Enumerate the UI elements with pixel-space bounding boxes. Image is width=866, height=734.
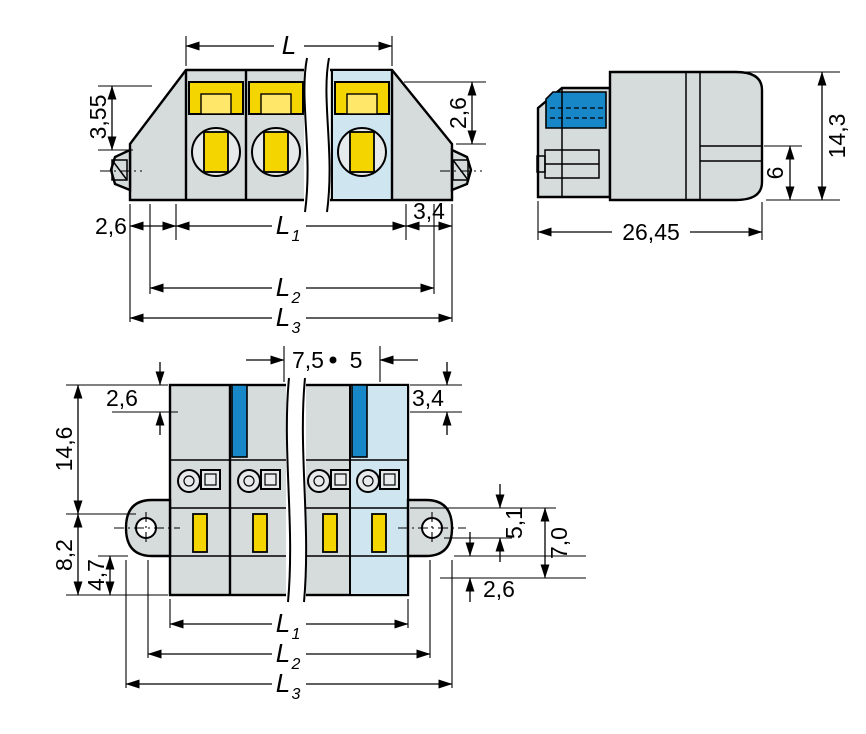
terminal-pole-1 bbox=[188, 81, 244, 177]
dim-label-8-2: 8,2 bbox=[51, 539, 77, 571]
dim-label-L1: L bbox=[276, 210, 290, 240]
dim-label-L2-sub: 2 bbox=[291, 290, 301, 307]
cage-clamp-opening bbox=[231, 384, 248, 458]
dim-label-5: 5 bbox=[350, 347, 363, 373]
dimension-L2: L 2 bbox=[149, 272, 435, 307]
dim-label-14-3: 14,3 bbox=[824, 114, 850, 159]
dimension-chain-bottom: 2,6 L 1 3,4 bbox=[95, 198, 453, 322]
lever-notch bbox=[536, 155, 546, 173]
dimension-L3: L 3 bbox=[129, 302, 453, 337]
terminal-pole-2 bbox=[248, 81, 304, 177]
dimension-3-55: 3,55 bbox=[85, 85, 152, 151]
dim-label-6: 6 bbox=[762, 167, 788, 180]
break-lines-front bbox=[303, 57, 331, 215]
dim-label-3-4-topright: 3,4 bbox=[412, 385, 444, 411]
dim-label-L2: L bbox=[276, 638, 290, 668]
bottom-view: 7,5 5 2,6 14,6 8,2 4,7 bbox=[51, 346, 586, 703]
dim-label-L3-sub: 3 bbox=[292, 320, 301, 337]
dim-label-L3-sub: 3 bbox=[292, 686, 301, 703]
dim-label-3-4-right: 3,4 bbox=[413, 198, 445, 224]
dimension-8-2: 8,2 bbox=[51, 513, 168, 596]
cage-clamp-side bbox=[545, 91, 607, 129]
dimension-26-45: 26,45 bbox=[537, 201, 763, 245]
dim-label-L1-sub: 1 bbox=[292, 626, 301, 643]
cage-clamp-opening bbox=[351, 384, 368, 458]
bottom-pole-1 bbox=[177, 469, 221, 553]
ear-screw-left bbox=[111, 159, 128, 181]
dimension-14-3: 14,3 bbox=[742, 71, 850, 201]
ear-screw-right bbox=[452, 159, 469, 181]
dim-label-L2: L bbox=[276, 272, 290, 302]
dimension-2-6-right: 2,6 bbox=[404, 81, 486, 145]
mounting-flange-left bbox=[114, 498, 180, 558]
dim-label-L1-sub: 1 bbox=[292, 228, 301, 245]
dim-label-2-6-topleft: 2,6 bbox=[106, 385, 138, 411]
dim-label-L2-sub: 2 bbox=[291, 656, 301, 673]
side-view: 14,3 6 26,45 bbox=[536, 70, 850, 245]
dimension-14-6: 14,6 bbox=[51, 384, 136, 515]
dimension-L1-bottom: L 1 bbox=[169, 599, 409, 643]
dim-label-2-6-bottomright: 2,6 bbox=[483, 576, 515, 602]
terminal-pole-last bbox=[334, 81, 390, 177]
dim-label-7-0: 7,0 bbox=[546, 527, 572, 559]
dim-label-14-6: 14,6 bbox=[51, 427, 77, 472]
bottom-pole-2 bbox=[237, 469, 281, 553]
dimension-L3-bottom: L 3 bbox=[125, 560, 453, 703]
dimension-2-6-topleft: 2,6 bbox=[66, 362, 178, 435]
dimension-6: 6 bbox=[762, 145, 802, 201]
dim-label-4-7: 4,7 bbox=[83, 559, 109, 591]
dim-label-7-5: 7,5 bbox=[292, 347, 324, 373]
dimension-L: L bbox=[185, 30, 393, 66]
dimension-L2-bottom: L 2 bbox=[147, 560, 431, 673]
bottom-pole-4 bbox=[356, 469, 400, 553]
dim-label-L: L bbox=[282, 30, 296, 60]
dim-dot bbox=[329, 356, 337, 364]
mounting-flange-right bbox=[398, 498, 466, 558]
front-view: L 3,55 2,6 2,6 L bbox=[85, 30, 486, 337]
dimension-pitch: 7,5 5 bbox=[246, 346, 418, 382]
bottom-pole-3 bbox=[307, 469, 351, 553]
dim-label-5-1: 5,1 bbox=[501, 507, 527, 539]
ear-screw-left-slot bbox=[111, 159, 128, 181]
dim-label-2-6-right: 2,6 bbox=[445, 97, 471, 129]
dim-label-3-55: 3,55 bbox=[85, 95, 111, 140]
dim-label-26-45: 26,45 bbox=[622, 219, 680, 245]
dim-label-L3: L bbox=[276, 668, 290, 698]
dimension-right-stack: 5,1 7,0 2,6 bbox=[410, 484, 586, 602]
dim-label-L3: L bbox=[276, 302, 290, 332]
break-lines-bottom bbox=[285, 377, 308, 603]
dim-label-L1: L bbox=[276, 608, 290, 638]
dimension-3-4-topright: 3,4 bbox=[410, 362, 462, 435]
dim-label-2-6-left: 2,6 bbox=[95, 213, 127, 239]
dimension-4-7: 4,7 bbox=[83, 555, 128, 596]
ear-screw-right-slot bbox=[452, 159, 469, 181]
